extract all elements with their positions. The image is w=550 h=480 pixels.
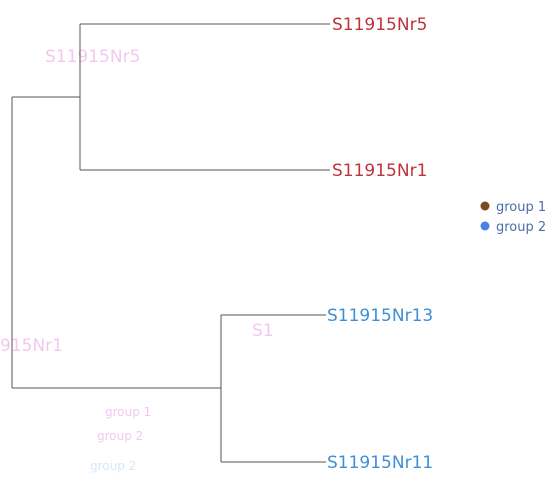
leaf-label-nr5[interactable]: S11915Nr5 bbox=[332, 15, 427, 35]
leaf-label-nr11[interactable]: S11915Nr11 bbox=[327, 453, 433, 473]
legend-group2-label[interactable]: group 2 bbox=[496, 220, 546, 235]
legend-group1-label[interactable]: group 1 bbox=[496, 200, 546, 215]
legend-group1-marker[interactable] bbox=[480, 201, 490, 211]
ghost-lower-node-label: S1 bbox=[252, 321, 274, 341]
legend-group2-marker[interactable] bbox=[480, 221, 490, 231]
leaf-labels: S11915Nr5 S11915Nr1 S11915Nr13 S11915Nr1… bbox=[327, 15, 433, 473]
ghost-root-label: 915Nr1 bbox=[0, 336, 63, 356]
leaf-label-nr13[interactable]: S11915Nr13 bbox=[327, 306, 433, 326]
tree-branches bbox=[11, 23, 330, 463]
ghost-legend-item-1: group 1 bbox=[105, 405, 151, 419]
leaf-label-nr1[interactable]: S11915Nr1 bbox=[332, 161, 427, 181]
legend: group 1 group 2 bbox=[480, 200, 546, 235]
ghost-upper-node-label: S11915Nr5 bbox=[45, 47, 140, 67]
ghost-legend-item-2: group 2 bbox=[97, 429, 143, 443]
ghost-legend-item-3: group 2 bbox=[90, 459, 136, 473]
